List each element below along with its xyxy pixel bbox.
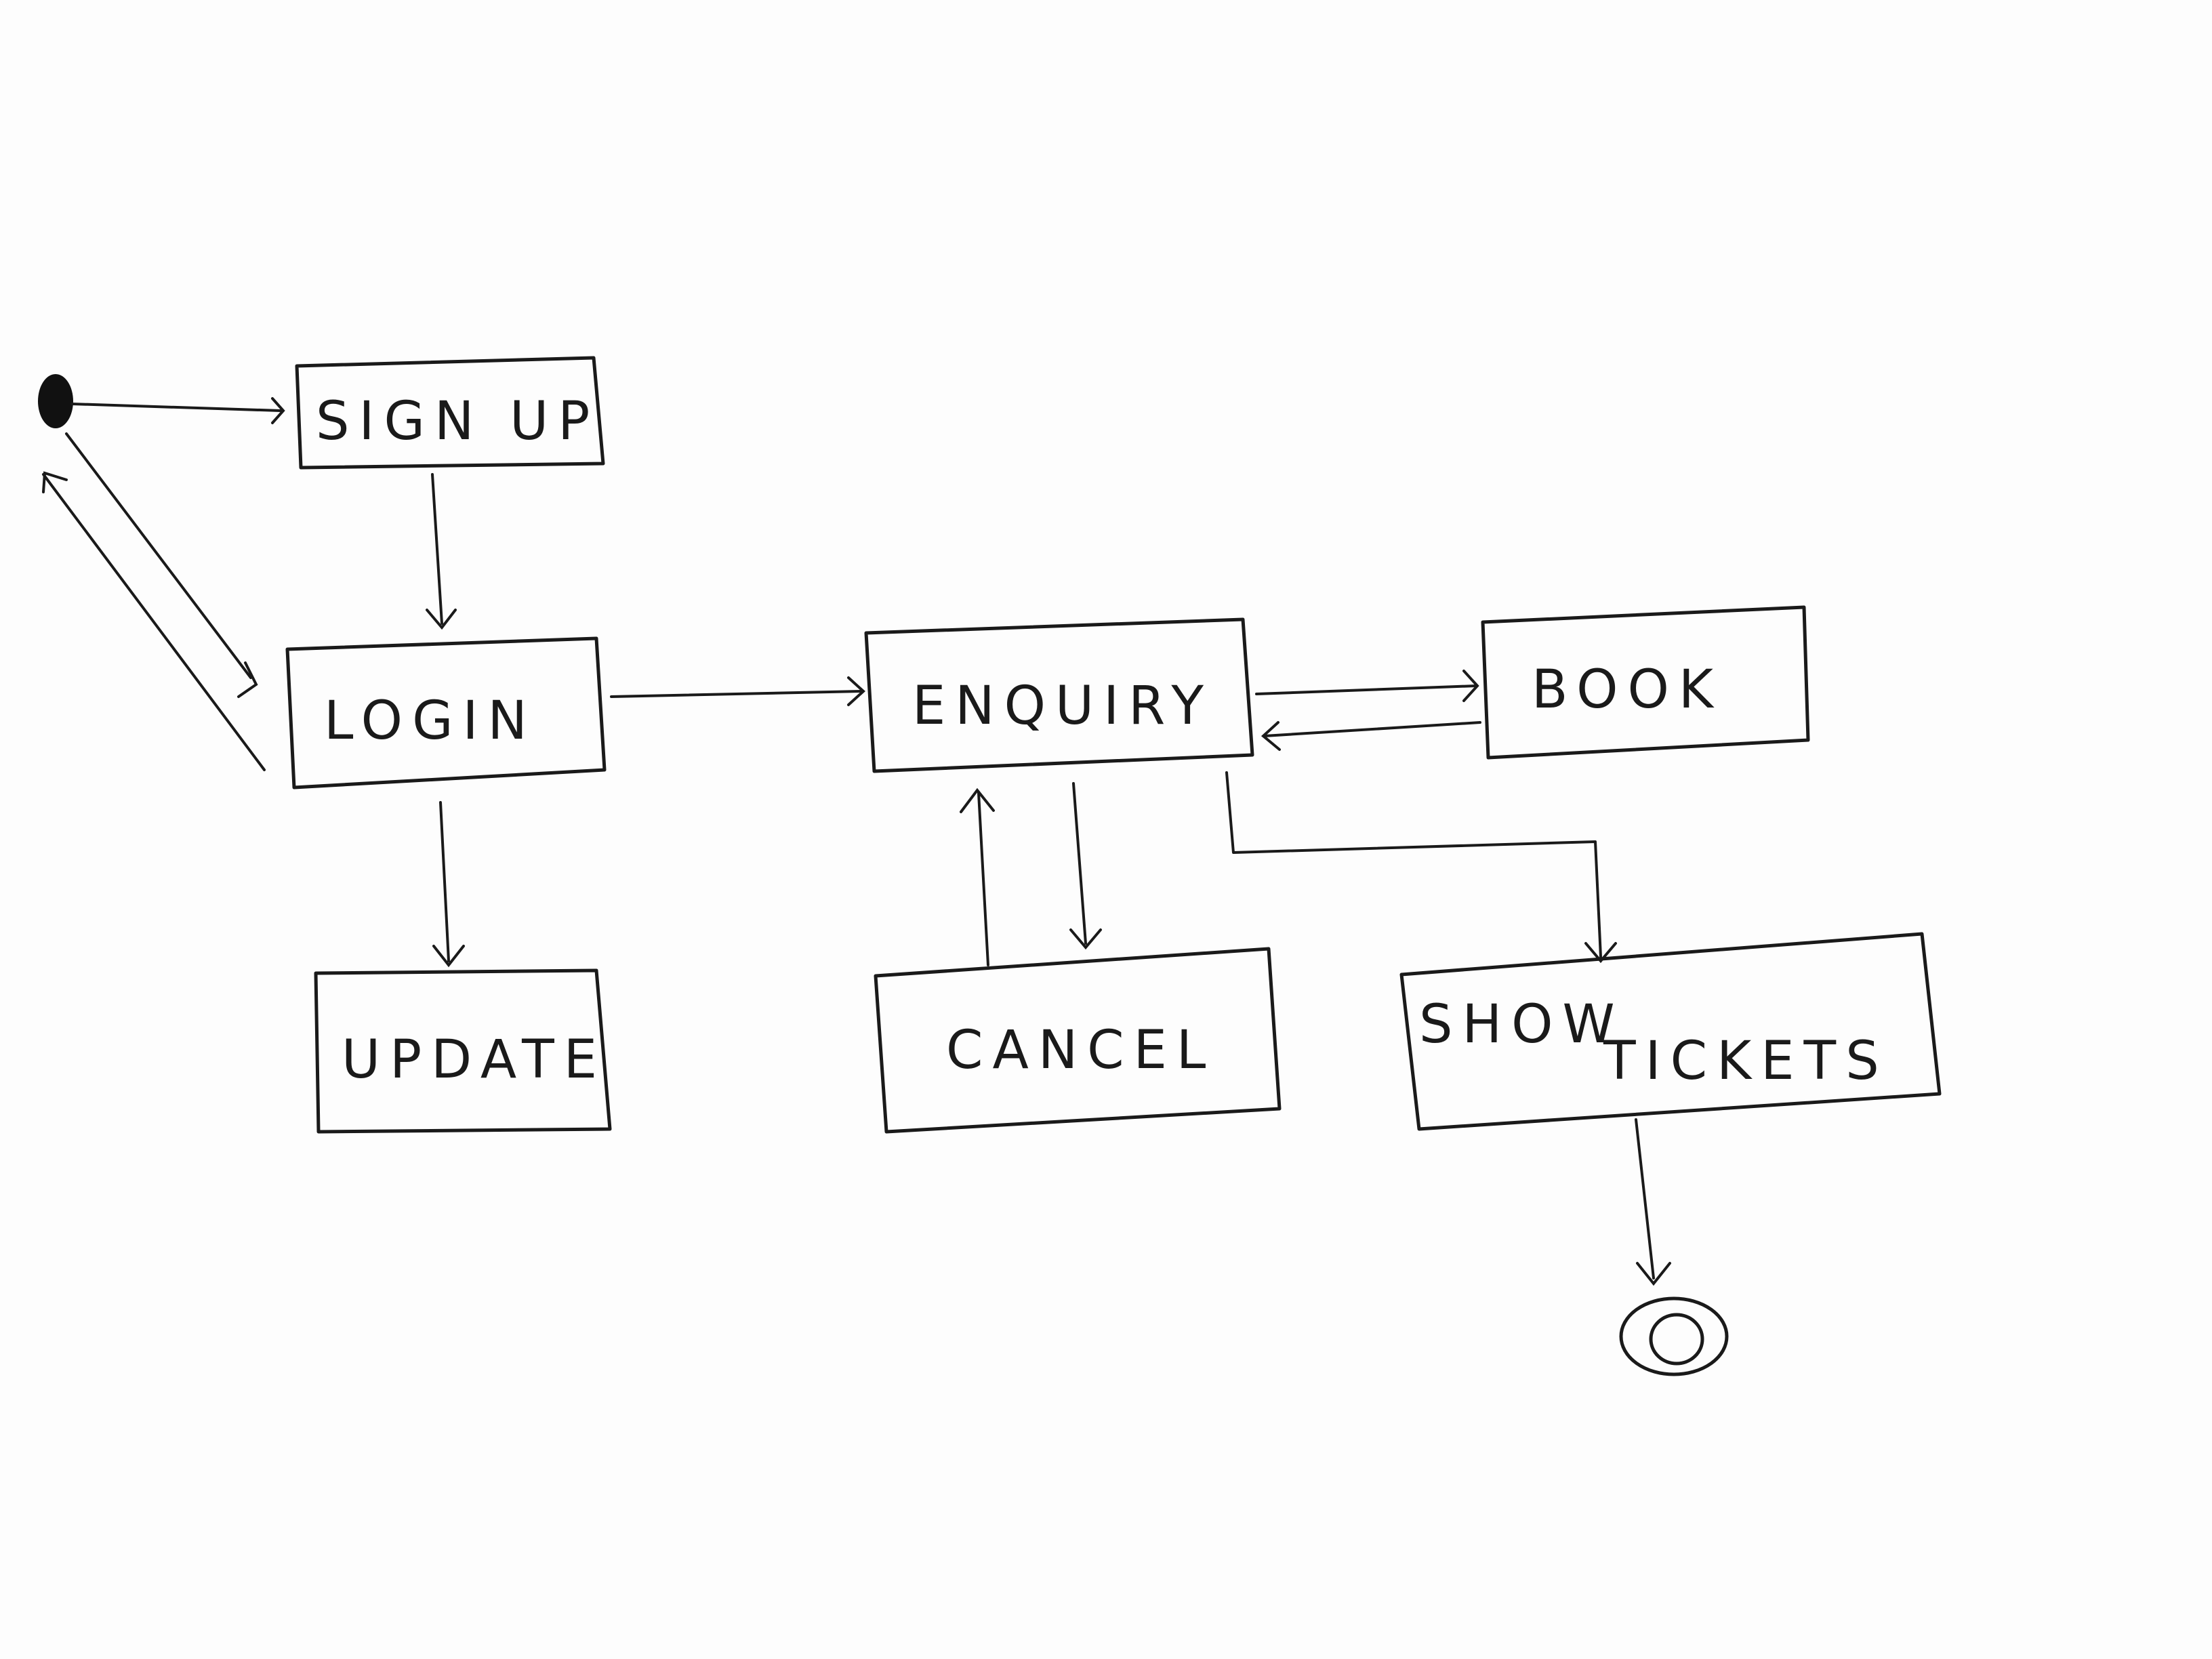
arrowhead-book-to-enquiry (1261, 721, 1281, 751)
state-show-tickets[interactable]: SHOW TICKETS (1399, 932, 1942, 1131)
edge-book-to-enquiry (1263, 721, 1481, 737)
edge-login-to-start-line2 (42, 473, 266, 771)
edge-start-to-signup (70, 403, 282, 412)
edge-cancel-to-enquiry (977, 792, 989, 966)
edge-show-tickets-to-end (1635, 1118, 1655, 1279)
state-cancel-border (874, 947, 1282, 1134)
arrowhead-show-tickets-to-end (1636, 1262, 1671, 1286)
state-login[interactable]: LOGIN (285, 636, 607, 790)
end-node-inner-ring (1649, 1313, 1704, 1366)
state-cancel-label: CANCEL (946, 1020, 1215, 1081)
state-login-border (285, 636, 607, 790)
state-cancel[interactable]: CANCEL (874, 947, 1282, 1134)
state-sign-up-label: SIGN UP (316, 391, 599, 452)
arrowhead-login-to-enquiry (847, 676, 865, 706)
state-tickets-label: TICKETS (1603, 1031, 1889, 1092)
state-enquiry-border (864, 617, 1254, 773)
edge-login-to-update (439, 801, 450, 962)
state-enquiry-label: ENQUIRY (912, 676, 1213, 737)
end-node-outer-ring (1619, 1296, 1729, 1376)
arrowhead-login-end (237, 661, 258, 698)
state-enquiry[interactable]: ENQUIRY (864, 617, 1254, 773)
edge-enquiry-to-show-tickets (1225, 771, 1602, 958)
state-book-border (1481, 605, 1810, 760)
state-update[interactable]: UPDATE (314, 968, 612, 1134)
start-node (38, 374, 73, 428)
state-sign-up[interactable]: SIGN UP (295, 356, 605, 470)
arrowhead-cancel-to-enquiry (960, 787, 995, 813)
arrowhead-signup-to-login (426, 609, 457, 630)
state-book-label: BOOK (1532, 659, 1723, 720)
edge-signup-to-login (431, 473, 443, 625)
arrowhead-start-to-signup (271, 397, 285, 424)
edge-login-to-start-line1 (65, 432, 252, 679)
state-book[interactable]: BOOK (1481, 605, 1810, 760)
edge-login-to-enquiry (610, 690, 862, 698)
arrowhead-to-start (42, 471, 68, 493)
arrowhead-login-to-update (432, 945, 465, 968)
state-show-tickets-border (1399, 932, 1942, 1131)
state-login-label: LOGIN (324, 691, 537, 752)
arrowhead-enquiry-to-show-tickets (1584, 942, 1617, 964)
edge-enquiry-to-cancel (1072, 782, 1087, 945)
state-show-label: SHOW (1419, 994, 1624, 1055)
arrowhead-enquiry-to-book (1462, 670, 1479, 702)
state-update-border (314, 968, 612, 1134)
arrowhead-enquiry-to-cancel (1069, 928, 1102, 950)
state-sign-up-border (295, 356, 605, 470)
edge-enquiry-to-book (1255, 684, 1477, 695)
state-update-label: UPDATE (342, 1029, 607, 1090)
